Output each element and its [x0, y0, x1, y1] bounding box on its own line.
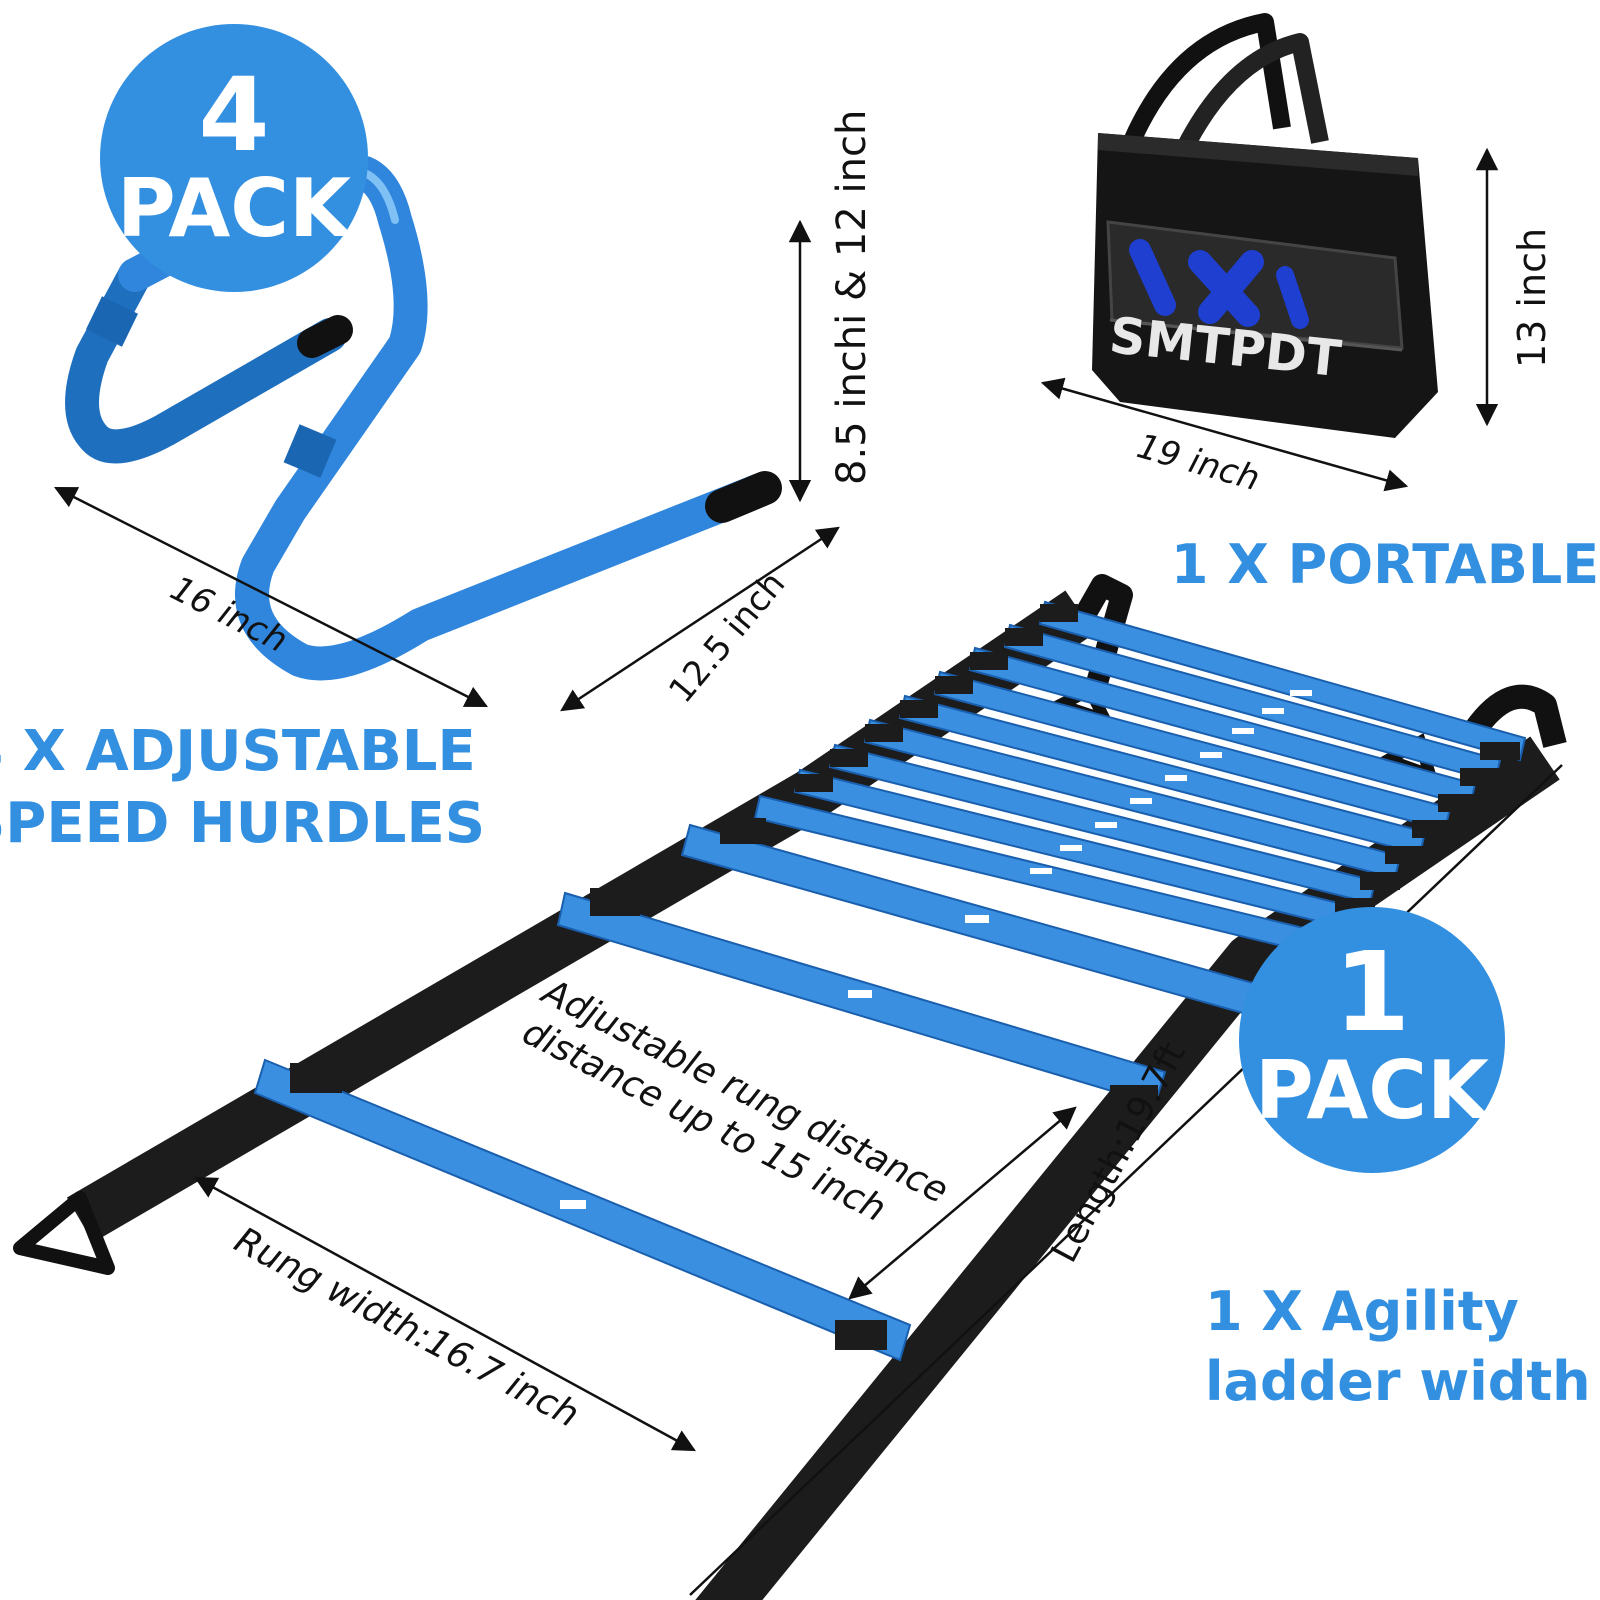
hurdle-pack-number: 4 [199, 56, 270, 175]
hurdle-depth-arrow [560, 526, 840, 712]
bag-width-arrow [1040, 377, 1409, 492]
ladder-title-line2: ladder width [1205, 1350, 1591, 1413]
bag-height-label: 13 inch [1510, 228, 1554, 368]
ladder-title-line1: 1 X Agility [1205, 1280, 1519, 1343]
rung-distance-arrow [848, 1106, 1077, 1300]
ladder-pack-number: 1 [1334, 928, 1411, 1056]
hurdle-height-label: 8.5 inchi & 12 inch [829, 110, 875, 485]
hurdle-pack-badge: 4 PACK [100, 24, 368, 292]
ladder-length-line [689, 764, 1563, 1596]
hurdle-depth-label: 12.5 inch [661, 564, 793, 711]
hurdle-title-line2: SPEED HURDLES [0, 791, 485, 856]
hurdle-width-arrow [53, 486, 489, 708]
ladder-pack-badge: 1 PACK [1239, 907, 1505, 1173]
hurdle-pack-word: PACK [117, 162, 354, 255]
carry-bag: SMTPDT [1092, 13, 1438, 438]
rung-width-arrow [194, 1176, 696, 1452]
bag-width-label: 19 inch [1133, 426, 1264, 499]
ladder-pack-word: PACK [1255, 1044, 1492, 1137]
bag-title: 1 X PORTABLE [1171, 533, 1599, 596]
rung-width-label: Rung width:16.7 inch [228, 1220, 586, 1436]
hurdle-width-label: 16 inch [164, 568, 294, 661]
hurdle-title-line1: 4 X ADJUSTABLE [0, 719, 476, 784]
